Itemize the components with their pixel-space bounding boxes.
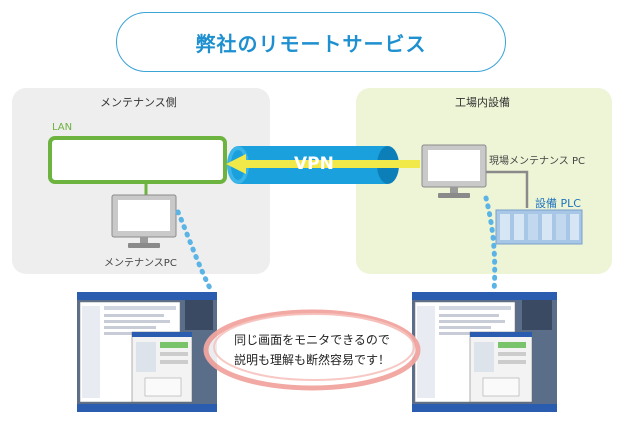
lan-label: LAN xyxy=(52,122,73,133)
vpn-arrow-icon xyxy=(226,154,420,174)
vpn-label: VPN xyxy=(294,154,334,174)
maintenance-pc-dotted-link xyxy=(175,209,215,295)
plc-device-icon xyxy=(495,209,583,245)
note-line-2: 説明も理解も断然容易です！ xyxy=(233,353,390,367)
note-line-1: 同じ画面をモニタできるので xyxy=(234,333,390,347)
plc-label: 設備 PLC xyxy=(535,197,581,210)
maintenance-screen-thumbnail xyxy=(77,292,217,412)
field-screen-thumbnail xyxy=(412,292,557,412)
field-pc-dotted-link xyxy=(483,195,498,295)
pc-plc-connector xyxy=(486,170,529,208)
title-banner: 弊社のリモートサービス xyxy=(116,12,506,72)
lan-network-box xyxy=(48,136,227,184)
note-highlight-ellipse xyxy=(203,309,421,391)
explanation-note: 同じ画面をモニタできるので 説明も理解も断然容易です！ xyxy=(222,330,402,370)
maintenance-side-label: メンテナンス側 xyxy=(100,96,177,109)
field-pc-label: 現場メンテナンス PC xyxy=(489,156,585,167)
factory-equipment-label: 工場内設備 xyxy=(455,96,510,109)
maintenance-pc-label: メンテナンスPC xyxy=(104,258,177,269)
field-pc-icon xyxy=(421,144,487,198)
maintenance-pc-icon xyxy=(111,194,177,248)
page-title: 弊社のリモートサービス xyxy=(195,31,427,56)
